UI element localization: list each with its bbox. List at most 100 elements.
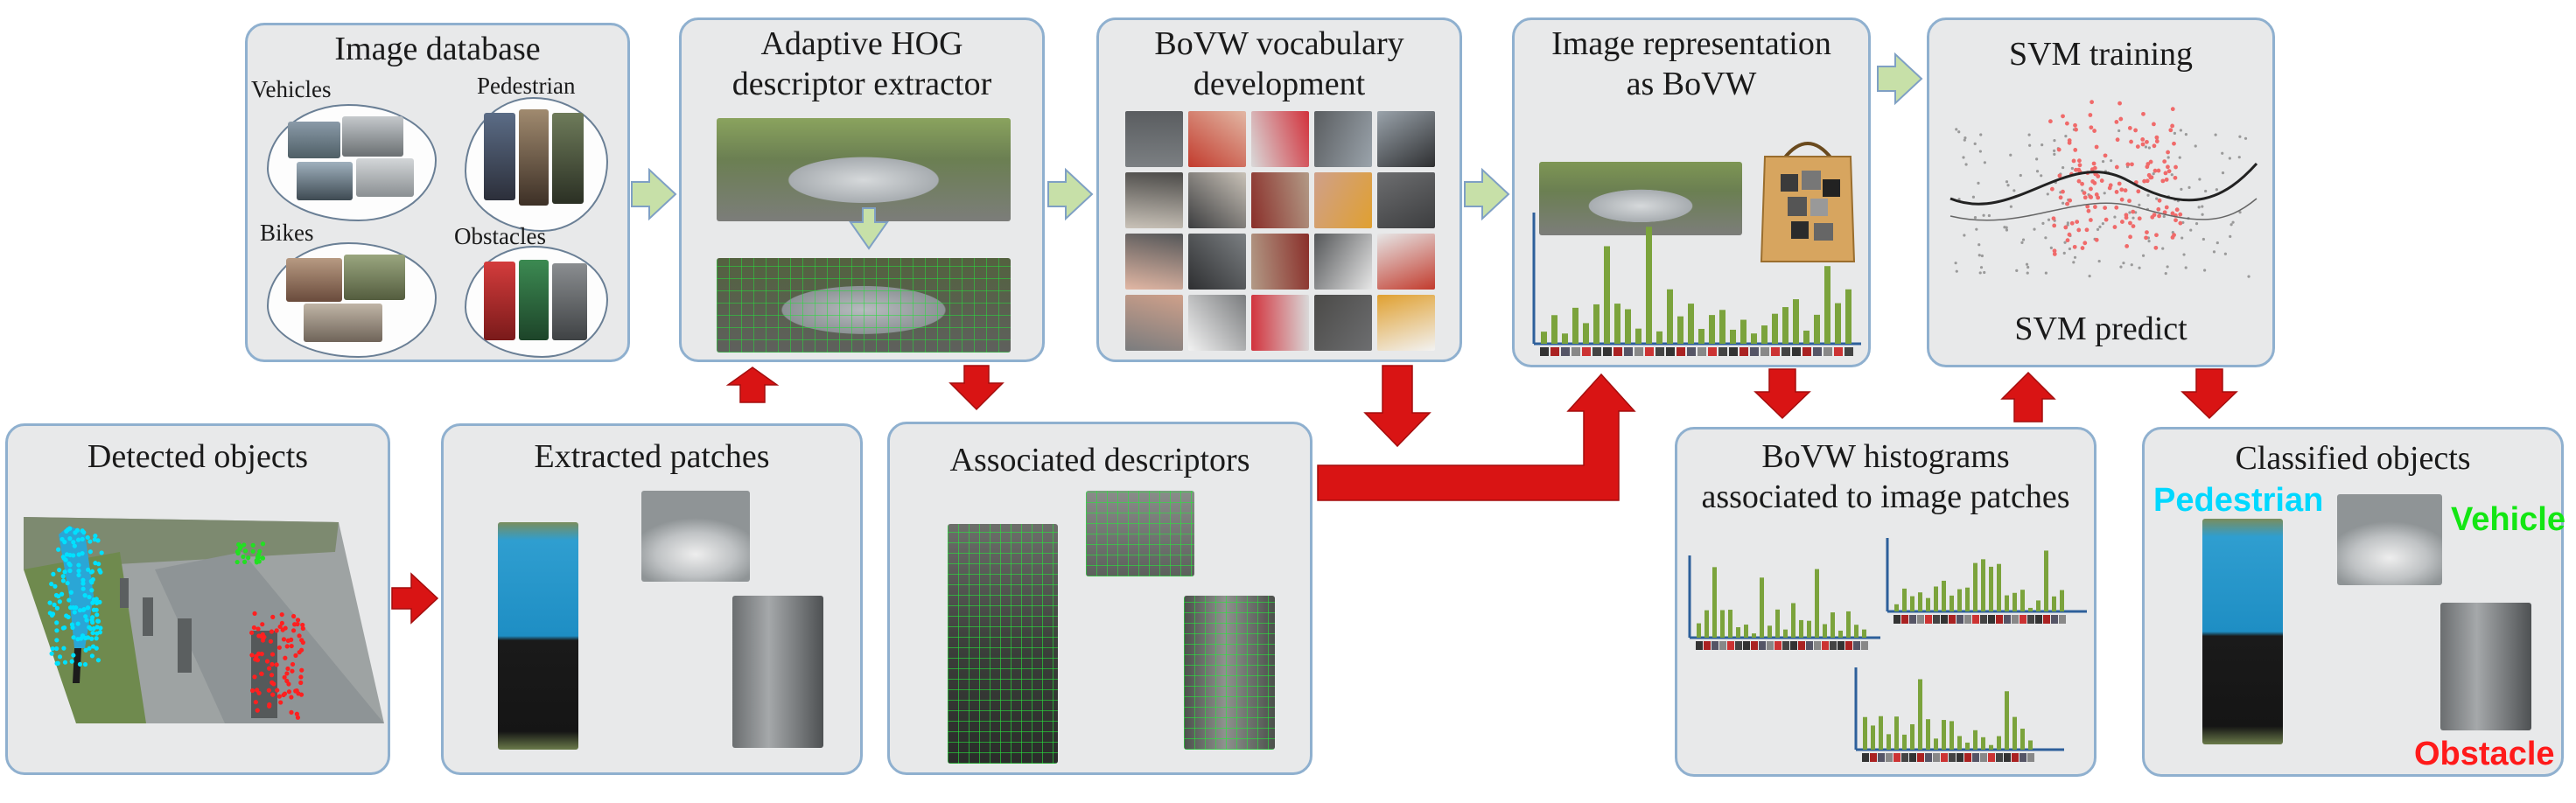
vehicle-class-label: Vehicle (2451, 501, 2566, 538)
svm-point (2130, 162, 2134, 167)
histogram-bar (1918, 679, 1922, 750)
histogram-bar (1740, 319, 1746, 344)
histogram-bar (1704, 610, 1709, 638)
detection-point (71, 653, 76, 658)
svm-point (2062, 165, 2065, 170)
detection-point (54, 620, 60, 625)
svm-point (2138, 266, 2141, 269)
svm-point (1982, 213, 1985, 217)
histogram-bar (1551, 315, 1558, 344)
svm-point (2166, 164, 2170, 170)
obstacle-class-label: Obstacle (2414, 736, 2555, 772)
detection-point (291, 613, 297, 619)
bovw-histogram (1532, 213, 1861, 356)
detection-point (270, 652, 276, 657)
histogram-bar (1775, 609, 1780, 638)
svm-point (2124, 215, 2129, 220)
histogram-tick-thumb (1909, 753, 1916, 762)
svm-point (2204, 189, 2208, 193)
histogram-tick-thumb (1972, 753, 1979, 762)
histogram-bar (1712, 567, 1717, 638)
svm-point (2238, 135, 2242, 138)
detection-point (76, 562, 81, 568)
svm-point (2157, 198, 2162, 203)
histogram-bar (1926, 719, 1930, 750)
detection-point (74, 605, 79, 611)
vocabulary-tile (1188, 234, 1246, 290)
vocabulary-tile (1251, 172, 1309, 228)
svm-point (2049, 186, 2054, 192)
svm-point (2178, 212, 2183, 217)
histogram-tick-thumb (1656, 347, 1664, 356)
svm-point (2127, 126, 2132, 130)
svm-point (2173, 131, 2177, 135)
svm-point (2101, 159, 2105, 164)
detection-point (49, 651, 54, 656)
detection-point (88, 578, 94, 584)
detection-point (80, 528, 85, 534)
detection-point (60, 574, 66, 579)
svm-point (2080, 246, 2085, 250)
detection-point (50, 646, 55, 652)
svm-point (2152, 143, 2157, 149)
detection-point (59, 591, 65, 597)
svm-point (2237, 156, 2241, 159)
histogram-tick-thumb (1634, 347, 1643, 356)
histogram-bar (1583, 323, 1589, 344)
svm-point (2076, 227, 2082, 233)
obstacle-patch (2440, 603, 2531, 730)
histogram-bar (1973, 730, 1978, 750)
vocabulary-tile (1125, 172, 1183, 228)
histogram-bar (1871, 725, 1875, 750)
histogram-tick-thumb (1666, 347, 1675, 356)
histogram-bar (1614, 304, 1620, 344)
bike-thumb (344, 255, 405, 300)
svm-point (1978, 243, 1981, 247)
svm-point (2131, 209, 2136, 214)
detection-point (260, 555, 265, 561)
green-arrow-icon (1047, 167, 1094, 221)
svm-point (1975, 227, 1978, 231)
svm-point (2172, 233, 2176, 238)
svm-point (2128, 211, 2132, 214)
detection-point (282, 674, 287, 680)
red-arrow-icon (1317, 373, 1636, 501)
detection-point (80, 581, 86, 586)
hog-extractor-title: Adaptive HOG descriptor extractor (732, 25, 992, 102)
detection-point (61, 646, 66, 651)
svm-point (2098, 225, 2102, 228)
svm-training-title: SVM training (2008, 36, 2194, 73)
histogram-tick-thumb (1824, 347, 1832, 356)
detection-point (279, 620, 284, 626)
svm-point (2012, 189, 2016, 192)
svm-point (2052, 223, 2057, 228)
svm-point (2068, 247, 2072, 251)
svm-decision-boundary (1950, 162, 2258, 206)
svm-point (2148, 159, 2153, 164)
svm-point (2203, 269, 2207, 272)
red-arrow-icon (725, 367, 780, 403)
histogram-bar (1728, 610, 1732, 638)
svm-point (2025, 262, 2029, 266)
histogram-tick-thumb (1582, 347, 1591, 356)
detection-point (277, 624, 283, 630)
svm-point (2231, 220, 2235, 224)
svm-point (2114, 205, 2119, 210)
detection-point (259, 671, 264, 676)
detection-point (72, 610, 77, 615)
svm-point (2063, 225, 2068, 230)
histogram-tick-thumb (1727, 641, 1734, 650)
detection-point (95, 618, 102, 624)
histogram-tick-thumb (1712, 641, 1718, 650)
histogram-tick-thumb (2012, 753, 2019, 762)
detection-point (69, 622, 75, 627)
svm-point (2145, 230, 2149, 234)
histogram-bar (2028, 607, 2033, 611)
detection-point (54, 660, 60, 666)
detection-point (269, 673, 275, 678)
vehicle-patch (2337, 494, 2442, 585)
histogram-bar (1667, 289, 1673, 344)
detection-point (298, 674, 304, 680)
histogram-bar (1824, 266, 1830, 344)
svm-point (2131, 224, 2136, 229)
